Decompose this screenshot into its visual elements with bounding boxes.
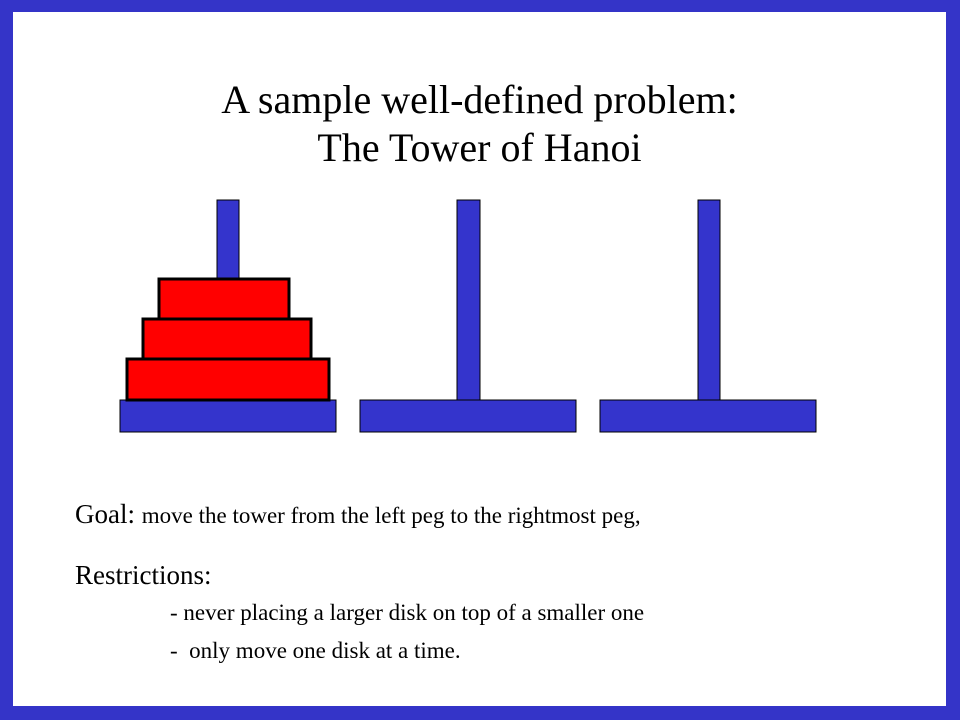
goal-text: move the tower from the left peg to the …	[141, 503, 641, 528]
tower-of-hanoi-diagram	[119, 199, 817, 433]
slide: A sample well-defined problem: The Tower…	[13, 12, 946, 706]
goal-statement: Goal: move the tower from the left peg t…	[75, 499, 641, 530]
left-peg-base	[119, 399, 337, 433]
middle-peg-base	[359, 399, 577, 433]
restrictions-label: Restrictions:	[75, 560, 212, 590]
title-line-1: A sample well-defined problem:	[221, 77, 738, 122]
right-peg-base	[599, 399, 817, 433]
disk-large	[125, 357, 331, 402]
restriction-item: - never placing a larger disk on top of …	[170, 600, 645, 625]
slide-title: A sample well-defined problem: The Tower…	[13, 76, 946, 172]
disk-small	[157, 277, 291, 321]
right-peg-pole	[697, 199, 721, 413]
title-line-2: The Tower of Hanoi	[317, 125, 642, 170]
goal-label: Goal:	[75, 499, 135, 529]
middle-peg-pole	[456, 199, 481, 413]
disk-medium	[141, 317, 313, 361]
restriction-item: - only move one disk at a time.	[170, 638, 461, 663]
